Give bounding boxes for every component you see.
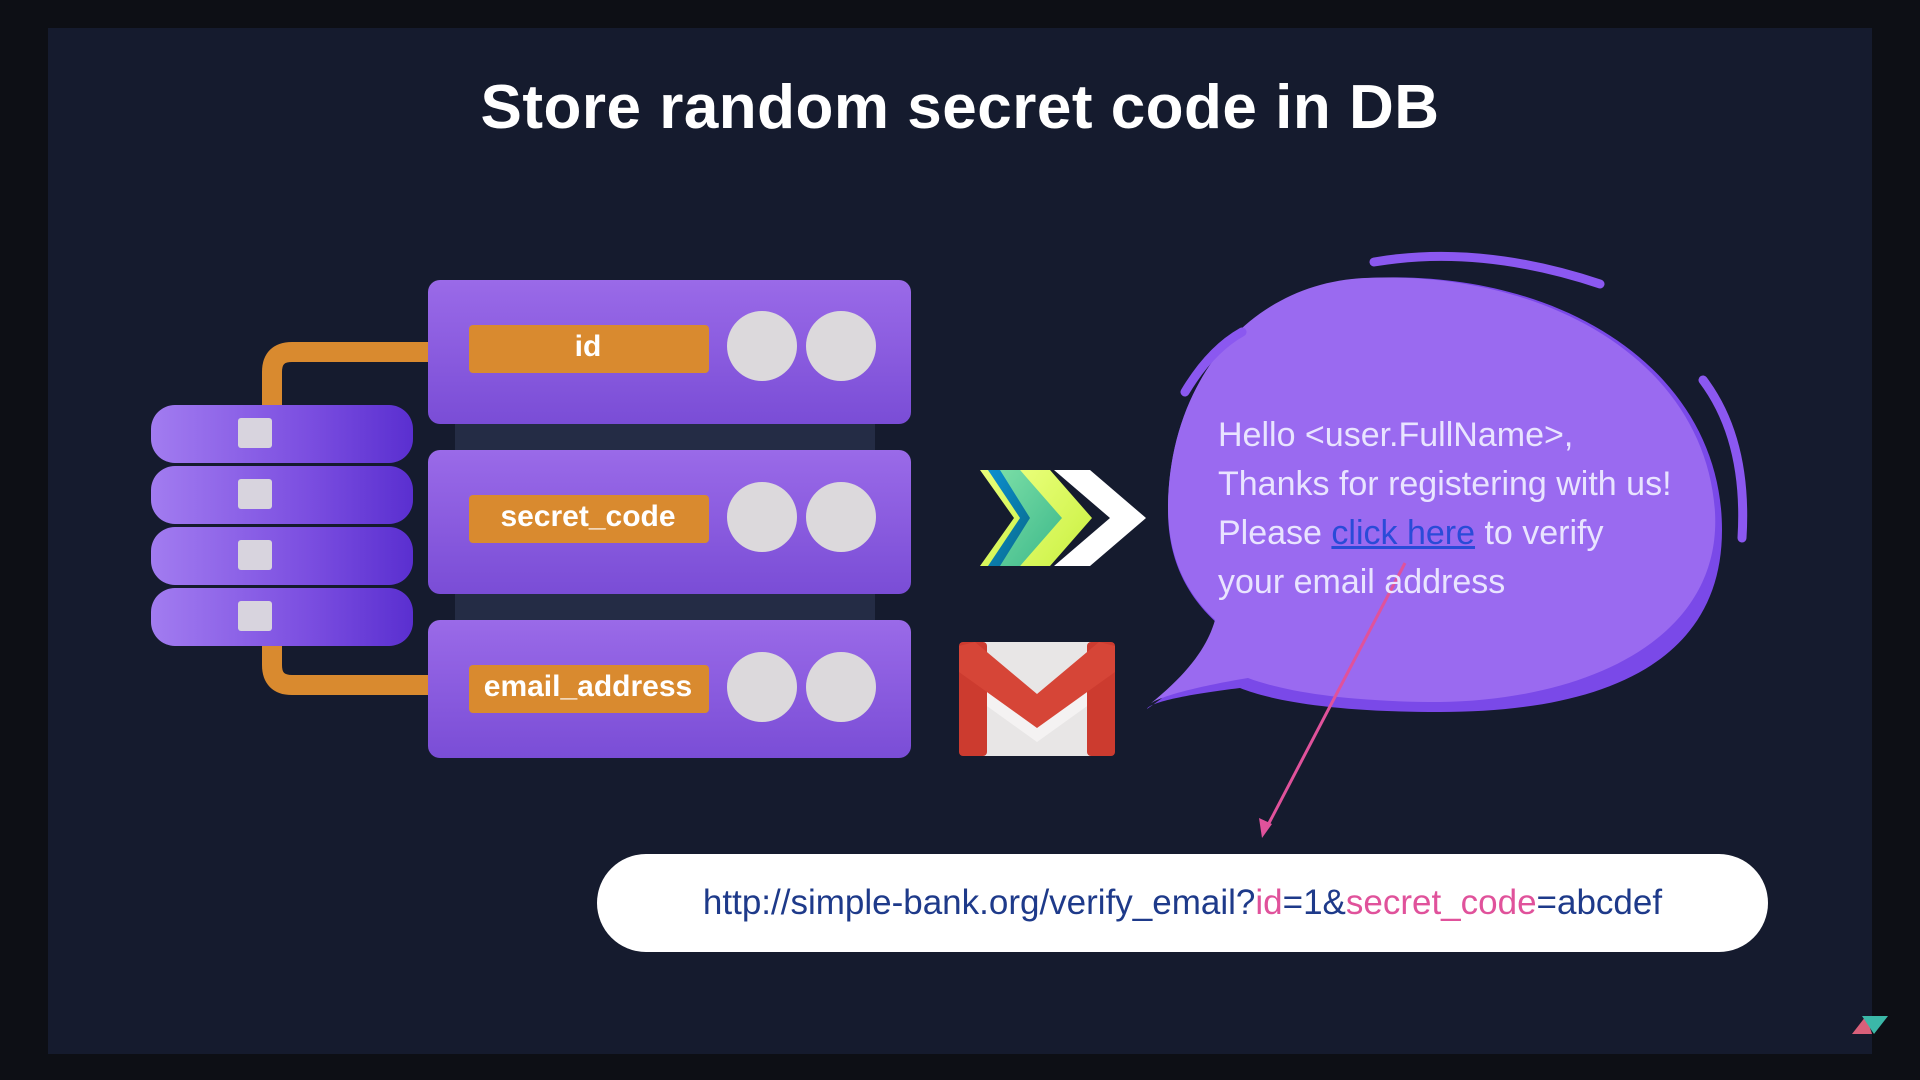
email-greeting: Hello <user.FullName>, xyxy=(1218,416,1574,454)
pointer-arrow xyxy=(1259,562,1407,838)
url-param-id-value: =1& xyxy=(1282,883,1346,922)
url-param-secret-code-key: secret_code xyxy=(1345,883,1537,922)
email-please: Please xyxy=(1218,514,1332,552)
email-to-verify: to verify xyxy=(1475,514,1604,552)
field-label-id: id xyxy=(574,330,602,363)
email-message: Hello <user.FullName>, Thanks for regist… xyxy=(1218,411,1738,607)
url-base: http://simple-bank.org/verify_email? xyxy=(702,883,1256,922)
server-rack-icon xyxy=(428,280,911,758)
gmail-icon xyxy=(959,642,1115,756)
email-thanks: Thanks for registering with us! xyxy=(1218,465,1672,503)
slide-title: Store random secret code in DB xyxy=(480,73,1440,142)
channel-logo-icon xyxy=(1852,1016,1888,1034)
click-here-link[interactable]: click here xyxy=(1331,514,1476,552)
speech-bubble-icon xyxy=(1147,251,1748,712)
email-verify-line: Please click here to verify xyxy=(1218,509,1738,558)
connector-pipes xyxy=(262,342,438,695)
email-address-line: your email address xyxy=(1218,563,1506,601)
url-param-id-key: id xyxy=(1255,883,1283,922)
database-icon xyxy=(151,405,413,646)
field-label-email-address: email_address xyxy=(483,670,693,703)
field-label-secret-code: secret_code xyxy=(500,500,676,533)
verification-url-box: http://simple-bank.org/verify_email?id=1… xyxy=(597,854,1768,952)
arrow-chevrons-icon xyxy=(980,470,1146,566)
url-param-secret-code-value: =abcdef xyxy=(1536,883,1663,922)
